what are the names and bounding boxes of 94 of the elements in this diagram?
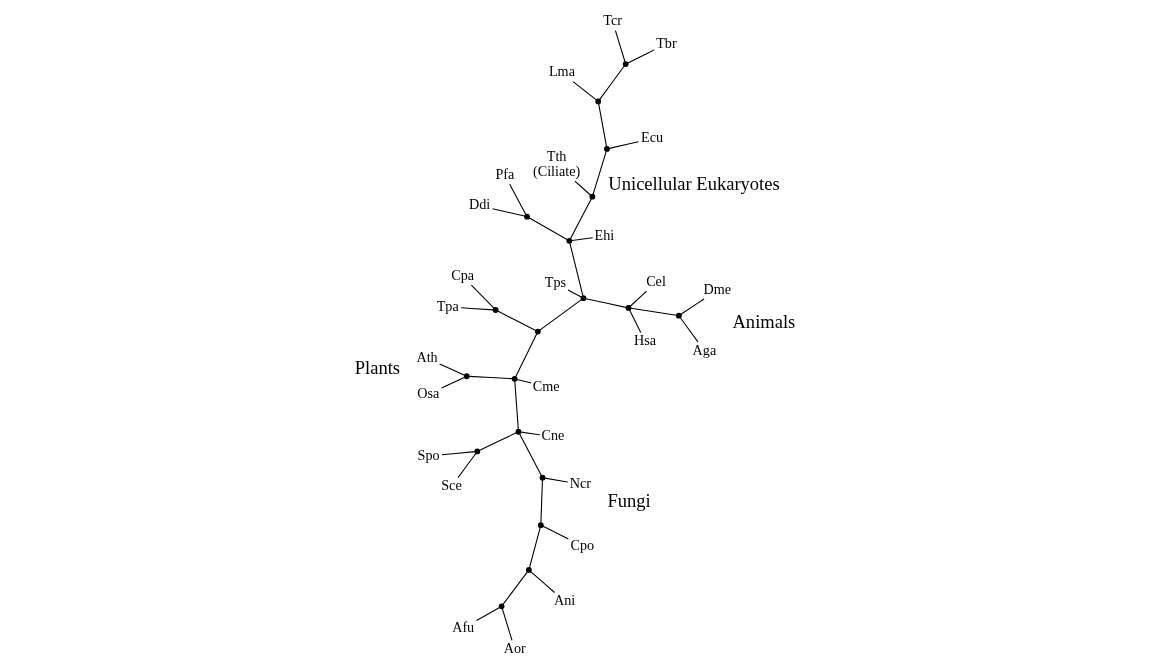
connector [569, 242, 584, 297]
node-point [580, 295, 587, 302]
node-text: Hsa [634, 331, 657, 348]
node-text: Osa [417, 384, 440, 401]
node-text: Aor [503, 640, 526, 657]
node-text: Cpa [451, 267, 475, 284]
node-text: Cme [532, 377, 560, 394]
node-text: Dme [703, 280, 732, 297]
connector [515, 333, 538, 377]
node-point [537, 522, 544, 529]
connector [608, 141, 640, 149]
connector [460, 307, 494, 311]
node-text: Ddi [469, 196, 491, 213]
connector [629, 290, 648, 307]
connector [592, 150, 607, 195]
connector [542, 525, 569, 540]
connector [570, 198, 592, 239]
node-text: Ecu [640, 129, 664, 146]
connector [441, 451, 476, 456]
connector [539, 299, 582, 331]
connector [497, 310, 537, 331]
node-point [498, 603, 505, 610]
connector [514, 380, 519, 430]
node-point [622, 61, 629, 67]
node-point [604, 146, 610, 152]
connector [501, 608, 513, 641]
node-point [515, 428, 522, 435]
connector [439, 363, 465, 376]
connector [475, 606, 501, 622]
connector [492, 208, 526, 217]
connector [509, 183, 527, 215]
node-text: Tcr [603, 12, 623, 29]
connector [540, 479, 543, 523]
connector [441, 376, 465, 389]
label: Plants [354, 356, 401, 378]
node-text: Tbr [656, 34, 677, 51]
connector [629, 309, 642, 333]
connector [627, 49, 655, 64]
node-point [463, 373, 470, 380]
node-point [595, 98, 602, 105]
connector [614, 30, 626, 63]
connector [572, 81, 597, 101]
connector [544, 477, 569, 483]
node-text: Ani [554, 591, 576, 608]
node-label: (Ciliate) [532, 163, 581, 180]
node-text: Cne [541, 427, 565, 444]
connector [528, 217, 568, 241]
node-text: Cel [646, 273, 666, 290]
node-text: Tps [544, 274, 567, 291]
connector [468, 375, 513, 380]
connector [599, 65, 625, 100]
connector [529, 527, 541, 568]
node-text: Cpo [570, 536, 595, 553]
connector [519, 433, 542, 476]
node-point [539, 474, 546, 481]
connector [502, 571, 528, 605]
node-text: Tth [546, 147, 567, 164]
node-point [675, 312, 682, 319]
node-point [566, 237, 573, 244]
label: Fungi [607, 489, 651, 511]
node-text: Ath [416, 348, 438, 365]
node-point [534, 328, 541, 335]
connector [520, 431, 541, 436]
node-text: Lma [548, 63, 575, 80]
node-point [589, 193, 596, 200]
label: Unicellular Eukaryotes [608, 173, 780, 195]
connector [680, 298, 705, 315]
node-text: Sce [441, 477, 462, 494]
label: Animals [732, 310, 796, 332]
node-point [492, 307, 499, 313]
connector [516, 378, 532, 384]
connector [598, 103, 608, 147]
node-text: Spo [417, 446, 440, 463]
connector [630, 307, 677, 316]
connector [470, 284, 495, 309]
connector [585, 298, 627, 308]
node-text: Aga [692, 341, 717, 358]
node-point [474, 448, 481, 455]
node-text: Pfa [495, 165, 515, 182]
connector [457, 453, 477, 479]
node-text: Tpa [436, 297, 459, 314]
connector [479, 432, 517, 451]
node-point [525, 567, 532, 573]
node-point [511, 375, 518, 382]
connector [574, 180, 591, 196]
node-text: Ehi [594, 227, 615, 243]
connector [567, 289, 582, 298]
connector [680, 317, 699, 343]
node-point [524, 213, 530, 220]
node-text: Ncr [569, 474, 592, 491]
node-point [625, 305, 632, 311]
connector [571, 237, 594, 241]
node-text: Afu [452, 618, 475, 635]
connector [530, 571, 556, 594]
